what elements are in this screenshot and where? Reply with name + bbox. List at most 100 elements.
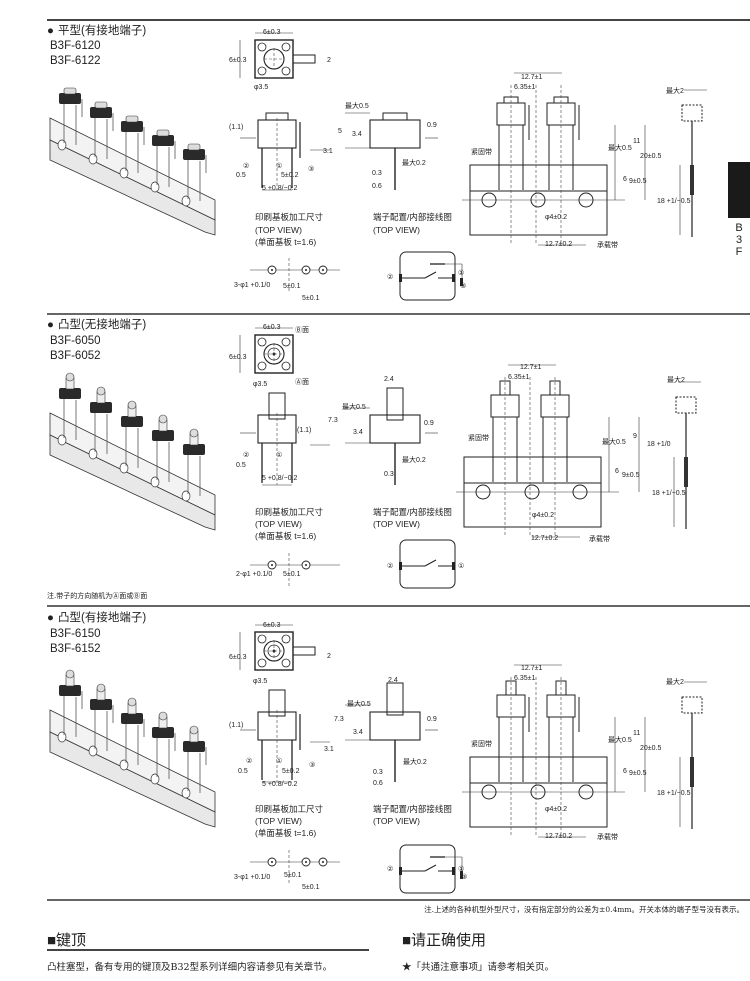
tape-side-profile-switch	[681, 104, 703, 122]
bullet: ●	[47, 25, 54, 37]
tape-hole	[88, 745, 98, 757]
dimension-label: Ⓑ面	[295, 327, 309, 334]
section-title: 凸型(有接地端子)	[58, 612, 147, 624]
switch-body	[121, 416, 143, 427]
switch-actuator	[94, 101, 108, 109]
switch-plunger-top	[189, 725, 199, 735]
top-view-body	[254, 334, 294, 374]
tab-letter: F	[735, 246, 743, 258]
dimension-label: 5±0.1	[284, 872, 302, 879]
terminal-3	[460, 278, 463, 286]
dimension-label: 2	[327, 57, 331, 64]
dimension-label: 6±0.3	[263, 324, 281, 331]
tape-side-profile-switch	[681, 696, 703, 714]
terminal-view: (TOP VIEW)	[373, 225, 420, 235]
dimension-label: ③	[309, 762, 316, 769]
dimension-label: φ4±0.2	[545, 214, 568, 221]
dimension-label: 9	[633, 433, 637, 440]
top-view-ground-tab	[292, 646, 316, 656]
side-view-b-actuator	[382, 112, 408, 121]
switch-body	[90, 699, 112, 710]
switch-plunger-top	[158, 711, 168, 721]
dimension-label: 最大0.5	[602, 439, 626, 446]
switch-body	[59, 93, 81, 104]
dimension-label: φ4±0.2	[532, 512, 555, 519]
side-view-b-body	[369, 119, 421, 149]
dimension-label: φ3.5	[253, 381, 268, 388]
pcb-title: 印刷基板加工尺寸	[255, 804, 324, 814]
terminal-diagram-box	[399, 844, 456, 894]
dimension-label: 5 +0.8/−0.2	[262, 185, 298, 192]
terminal-diagram-box	[399, 251, 456, 301]
section-divider	[47, 313, 750, 315]
dimension-label: ①	[276, 452, 283, 459]
tape-hole	[88, 153, 98, 165]
dimension-label: 承载带	[589, 536, 610, 543]
model-number: B3F-6122	[50, 55, 101, 67]
pcb-hole-center	[271, 564, 273, 566]
tape-hole	[181, 787, 191, 799]
dimension-label: 6±0.3	[229, 57, 247, 64]
switch-body	[183, 149, 205, 160]
dimension-label: 5 +0.8/−0.2	[262, 781, 298, 788]
pcb-board: (单面基板 t=1.6)	[255, 237, 317, 247]
switch-plunger-top	[127, 697, 137, 707]
dimension-label: φ4±0.2	[545, 806, 568, 813]
dimension-label: 12.7±1	[521, 74, 543, 81]
dimension-label: 2.4	[388, 677, 398, 684]
pcb-hole-center	[305, 564, 307, 566]
switch-body	[152, 430, 174, 441]
terminal-2	[399, 274, 402, 282]
dimension-label: 6.35±1	[514, 84, 536, 91]
top-view-corner	[281, 634, 291, 644]
dimension-label: 12.7±1	[520, 364, 542, 371]
switch-body	[183, 741, 205, 752]
tape-side-profile-band	[684, 457, 688, 487]
dimension-label: 6.35±1	[508, 374, 530, 381]
terminal-1	[452, 562, 455, 570]
switch-plunger-top	[65, 669, 75, 679]
tape-hole	[57, 731, 67, 743]
tape-side-profile-band	[690, 165, 694, 195]
pcb-hole-center	[322, 861, 324, 863]
model-number: B3F-6152	[50, 643, 101, 655]
pcb-view: (TOP VIEW)	[255, 225, 302, 235]
dimension-label: (1.1)	[229, 722, 244, 729]
dimension-label: φ3.5	[253, 678, 268, 685]
switch-body	[152, 727, 174, 738]
dimension-label: ②	[387, 563, 394, 570]
dimension-label: 6.35±1	[514, 675, 536, 682]
dimension-label: (1.1)	[297, 427, 312, 434]
dimension-label: 5±0.2	[281, 172, 299, 179]
tape-hole	[150, 773, 160, 785]
terminal-title: 端子配置/内部接线图	[373, 507, 452, 517]
footer-note: 注.上述的各种机型外型尺寸，没有指定部分的公差为±0.4mm。开关本体的端子型号…	[424, 905, 744, 914]
top-view-corner	[281, 66, 291, 76]
dimension-label: 紧固带	[468, 435, 489, 442]
switch-contact	[424, 559, 437, 567]
terminal-2	[399, 562, 402, 570]
dimension-label: 6±0.3	[229, 354, 247, 361]
dimension-label: 3.4	[353, 729, 363, 736]
bullet: ●	[47, 612, 54, 624]
dimension-label: 最大0.2	[402, 160, 426, 167]
dimension-label: 6	[615, 468, 619, 475]
dimension-label: 最大0.2	[402, 457, 426, 464]
switch-contact	[424, 864, 437, 872]
tape-hole	[150, 476, 160, 488]
switch-plunger-top	[65, 372, 75, 382]
terminal-1	[452, 867, 455, 875]
dimension-label: 2	[327, 653, 331, 660]
usage-text: ★「共通注意事项」请参考相关页。	[402, 962, 555, 973]
side-view-b-plunger	[386, 387, 404, 421]
top-view-corner	[281, 361, 291, 371]
dimension-label: 0.6	[373, 780, 383, 787]
dimension-label: 5±0.1	[283, 283, 301, 290]
dimension-label: ①	[458, 866, 465, 873]
dimension-label: ①	[458, 270, 465, 277]
switch-actuator	[156, 129, 170, 137]
tape-hole	[119, 167, 129, 179]
dimension-label: 11	[633, 138, 641, 145]
dimension-label: ②	[387, 866, 394, 873]
